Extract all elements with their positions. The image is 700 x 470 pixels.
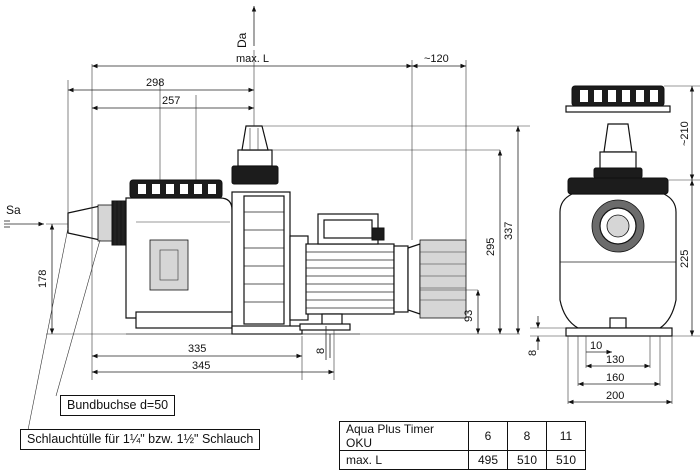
- front-view: ~210 225 8 10 130 160 200: [527, 85, 700, 405]
- table-header-row: Aqua Plus Timer OKU 6 8 11: [339, 421, 586, 451]
- front-base: [565, 327, 673, 337]
- table-cell: Aqua Plus Timer OKU: [339, 421, 469, 451]
- callout-bundbuchse: Bundbuchse d=50: [60, 395, 176, 416]
- dim-8-left: 8: [315, 348, 327, 354]
- dim-93: 93: [463, 310, 475, 322]
- callout-schlauchtuelle: Schlauchtülle für 1¼" bzw. 1½" Schlauch: [20, 429, 261, 450]
- table-cell: max. L: [339, 450, 469, 470]
- dim-8-right: 8: [527, 350, 539, 356]
- table-cell: 510: [507, 450, 547, 470]
- table-cell: 6: [468, 421, 508, 451]
- dim-130: 130: [606, 354, 624, 366]
- table-row: max. L 495 510 510: [339, 450, 586, 470]
- spec-table: Aqua Plus Timer OKU 6 8 11 max. L 495 51…: [339, 421, 586, 470]
- dim-257: 257: [162, 95, 180, 107]
- table-cell: 11: [546, 421, 586, 451]
- dim-approx-120: ~120: [424, 53, 449, 65]
- side-view: Sa Da max. L ~120 298 257 335 345: [4, 6, 530, 431]
- dim-160: 160: [606, 372, 624, 384]
- dim-337: 337: [503, 222, 515, 240]
- dim-335: 335: [188, 343, 206, 355]
- fan-cover: [419, 239, 467, 319]
- dim-approx-210: ~210: [679, 121, 691, 146]
- dim-298: 298: [146, 77, 164, 89]
- dim-295: 295: [485, 238, 497, 256]
- dim-max-l: max. L: [236, 53, 269, 65]
- dim-10: 10: [590, 340, 602, 352]
- dim-225: 225: [679, 250, 691, 268]
- prefilter-lid: [129, 179, 223, 199]
- dim-345: 345: [192, 360, 210, 372]
- front-outlet: [593, 123, 643, 179]
- table-cell: 8: [507, 421, 547, 451]
- pump-volute: [231, 191, 303, 335]
- outlet-nozzle: [231, 125, 279, 185]
- dim-178: 178: [37, 270, 49, 288]
- front-housing: [559, 177, 677, 329]
- inlet-hose-nozzle: [67, 200, 127, 246]
- front-top-cover: [565, 85, 671, 113]
- dim-200: 200: [606, 390, 624, 402]
- table-cell: 495: [468, 450, 508, 470]
- prefilter-housing: [125, 197, 235, 329]
- label-da: Da: [235, 32, 249, 48]
- table-cell: 510: [546, 450, 586, 470]
- suction-arrow: [4, 220, 44, 228]
- label-sa: Sa: [6, 203, 21, 217]
- motor: [289, 213, 421, 331]
